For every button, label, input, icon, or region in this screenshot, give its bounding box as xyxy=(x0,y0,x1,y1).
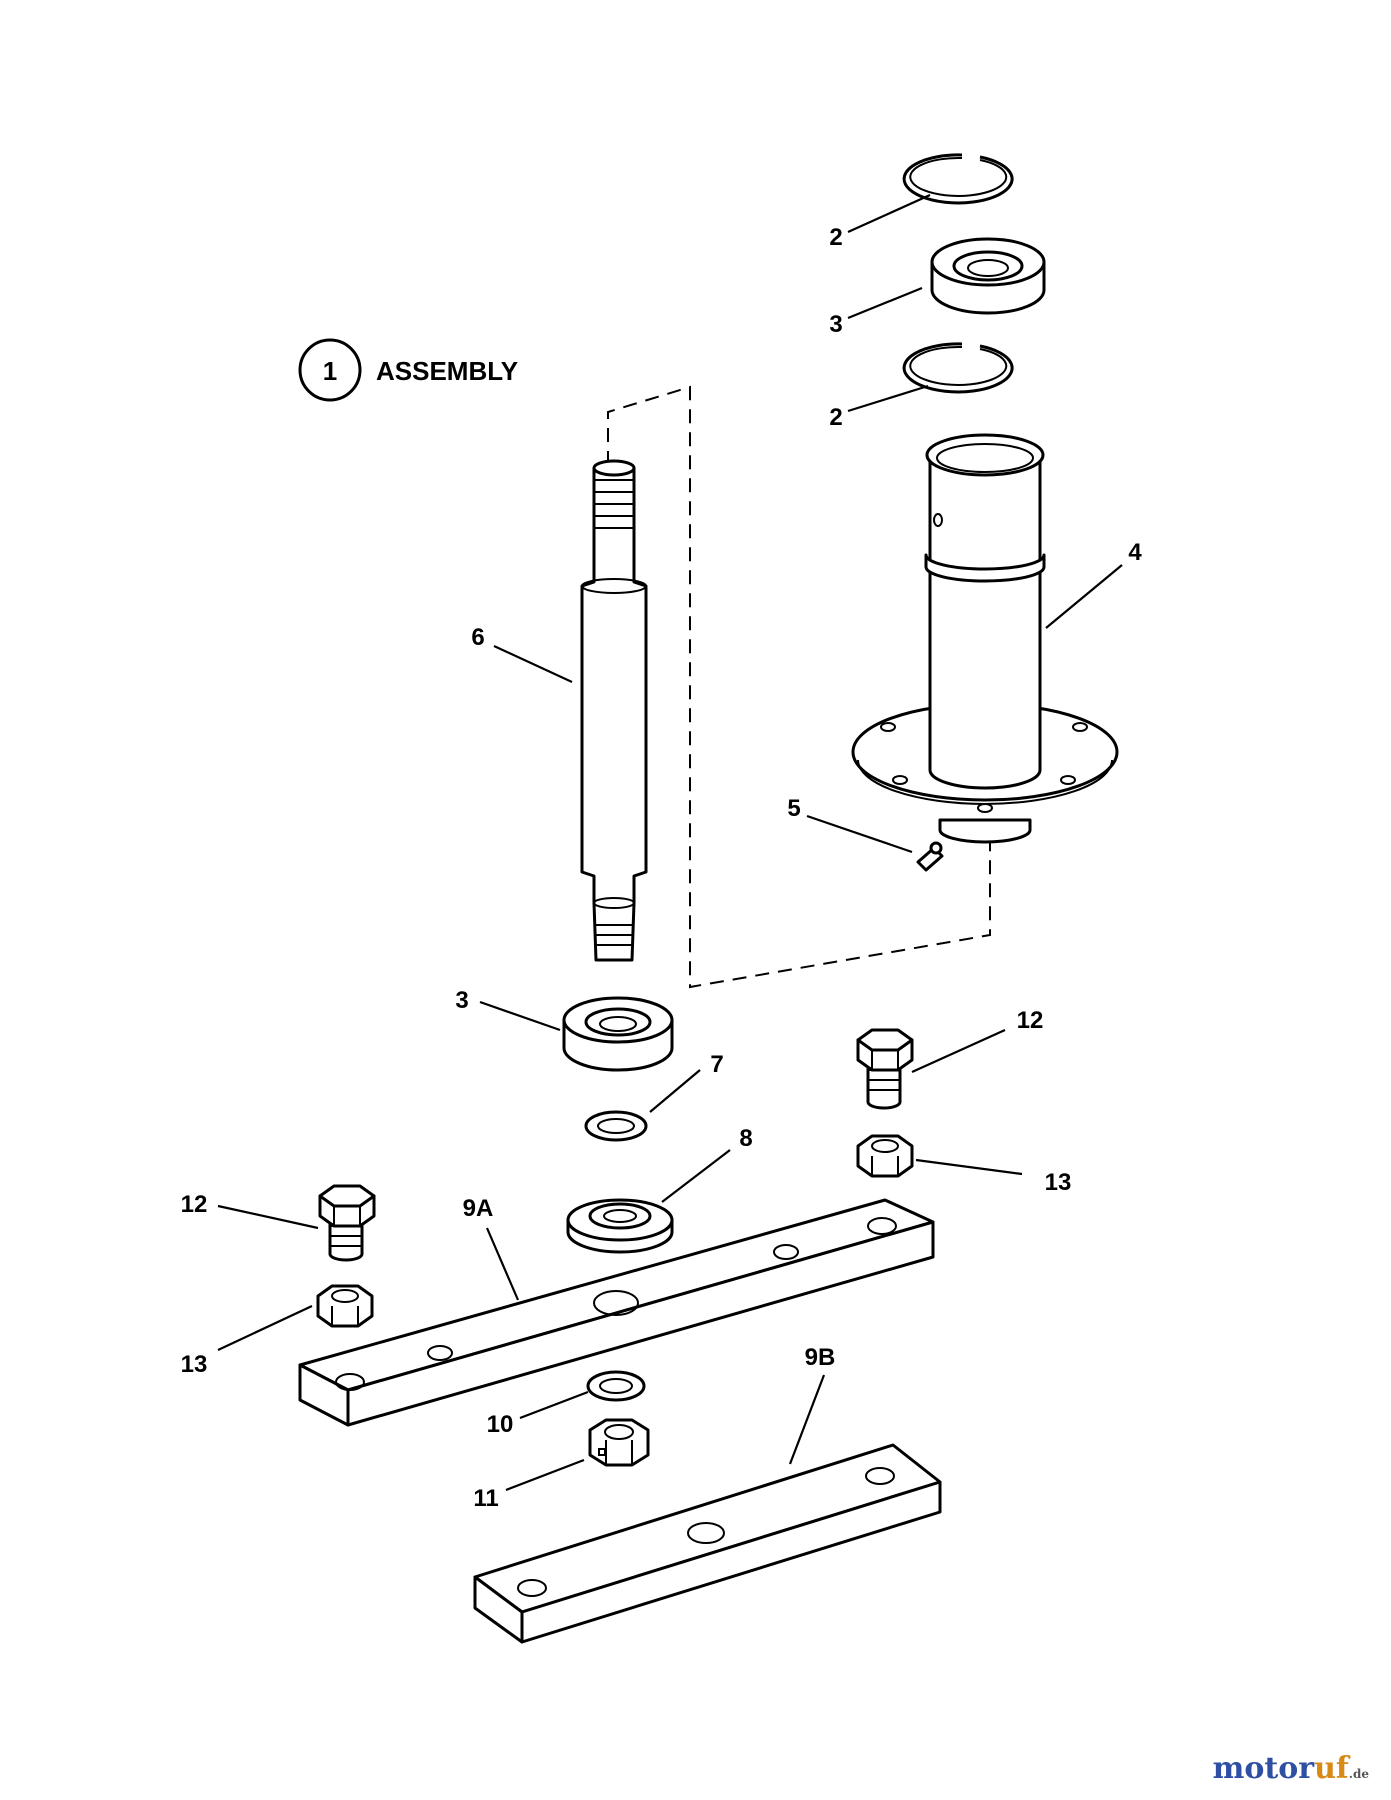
nut-right xyxy=(856,1134,914,1178)
spindle-shaft xyxy=(580,459,648,962)
bearing-top xyxy=(930,237,1046,315)
leader-lines xyxy=(217,193,1123,1492)
assembly-number: 1 xyxy=(323,356,337,386)
bolt-right xyxy=(856,1028,914,1110)
spindle-housing xyxy=(851,433,1119,844)
callout-3-bottom: 3 xyxy=(455,987,468,1014)
callout-7: 7 xyxy=(710,1051,723,1078)
callout-11: 11 xyxy=(473,1485,498,1512)
blade-adapter-a xyxy=(298,1198,935,1427)
callout-5: 5 xyxy=(787,795,800,822)
nut-left xyxy=(316,1284,374,1328)
bearing-bottom xyxy=(562,996,674,1072)
watermark-main: motor xyxy=(1212,1751,1315,1786)
callout-labels: 2 3 2 4 5 6 3 7 8 9A 9B 10 11 12 13 12 1… xyxy=(181,224,1143,1512)
callout-3-top: 3 xyxy=(829,311,842,338)
hex-nut-center xyxy=(588,1418,650,1467)
callout-13-right: 13 xyxy=(1045,1169,1072,1196)
callout-2-top: 2 xyxy=(829,224,842,251)
callout-2-mid: 2 xyxy=(829,404,842,431)
callout-12-right: 12 xyxy=(1017,1007,1044,1034)
bearing-shield xyxy=(566,1198,674,1254)
watermark-logo: motoruf.de xyxy=(1213,1751,1369,1786)
callout-10: 10 xyxy=(487,1411,514,1438)
snap-ring-top xyxy=(902,153,1014,205)
blade-adapter-b xyxy=(473,1443,942,1644)
assembly-label: 1 ASSEMBLY xyxy=(298,338,518,402)
watermark-suffix: .de xyxy=(1348,1767,1369,1781)
callout-9b: 9B xyxy=(805,1344,836,1371)
washer xyxy=(584,1110,648,1142)
bolt-left xyxy=(318,1184,376,1262)
callout-8: 8 xyxy=(739,1125,752,1152)
grease-fitting xyxy=(916,841,944,872)
callout-9a: 9A xyxy=(463,1195,494,1222)
callout-4: 4 xyxy=(1128,539,1142,566)
snap-ring-mid xyxy=(902,342,1014,394)
callout-12-left: 12 xyxy=(181,1191,208,1218)
callout-13-left: 13 xyxy=(181,1351,208,1378)
lock-washer xyxy=(586,1370,646,1402)
assembly-dashed-line xyxy=(607,385,991,989)
assembly-text: ASSEMBLY xyxy=(376,356,518,386)
watermark-accent: uf xyxy=(1314,1751,1349,1786)
callout-6: 6 xyxy=(471,624,484,651)
